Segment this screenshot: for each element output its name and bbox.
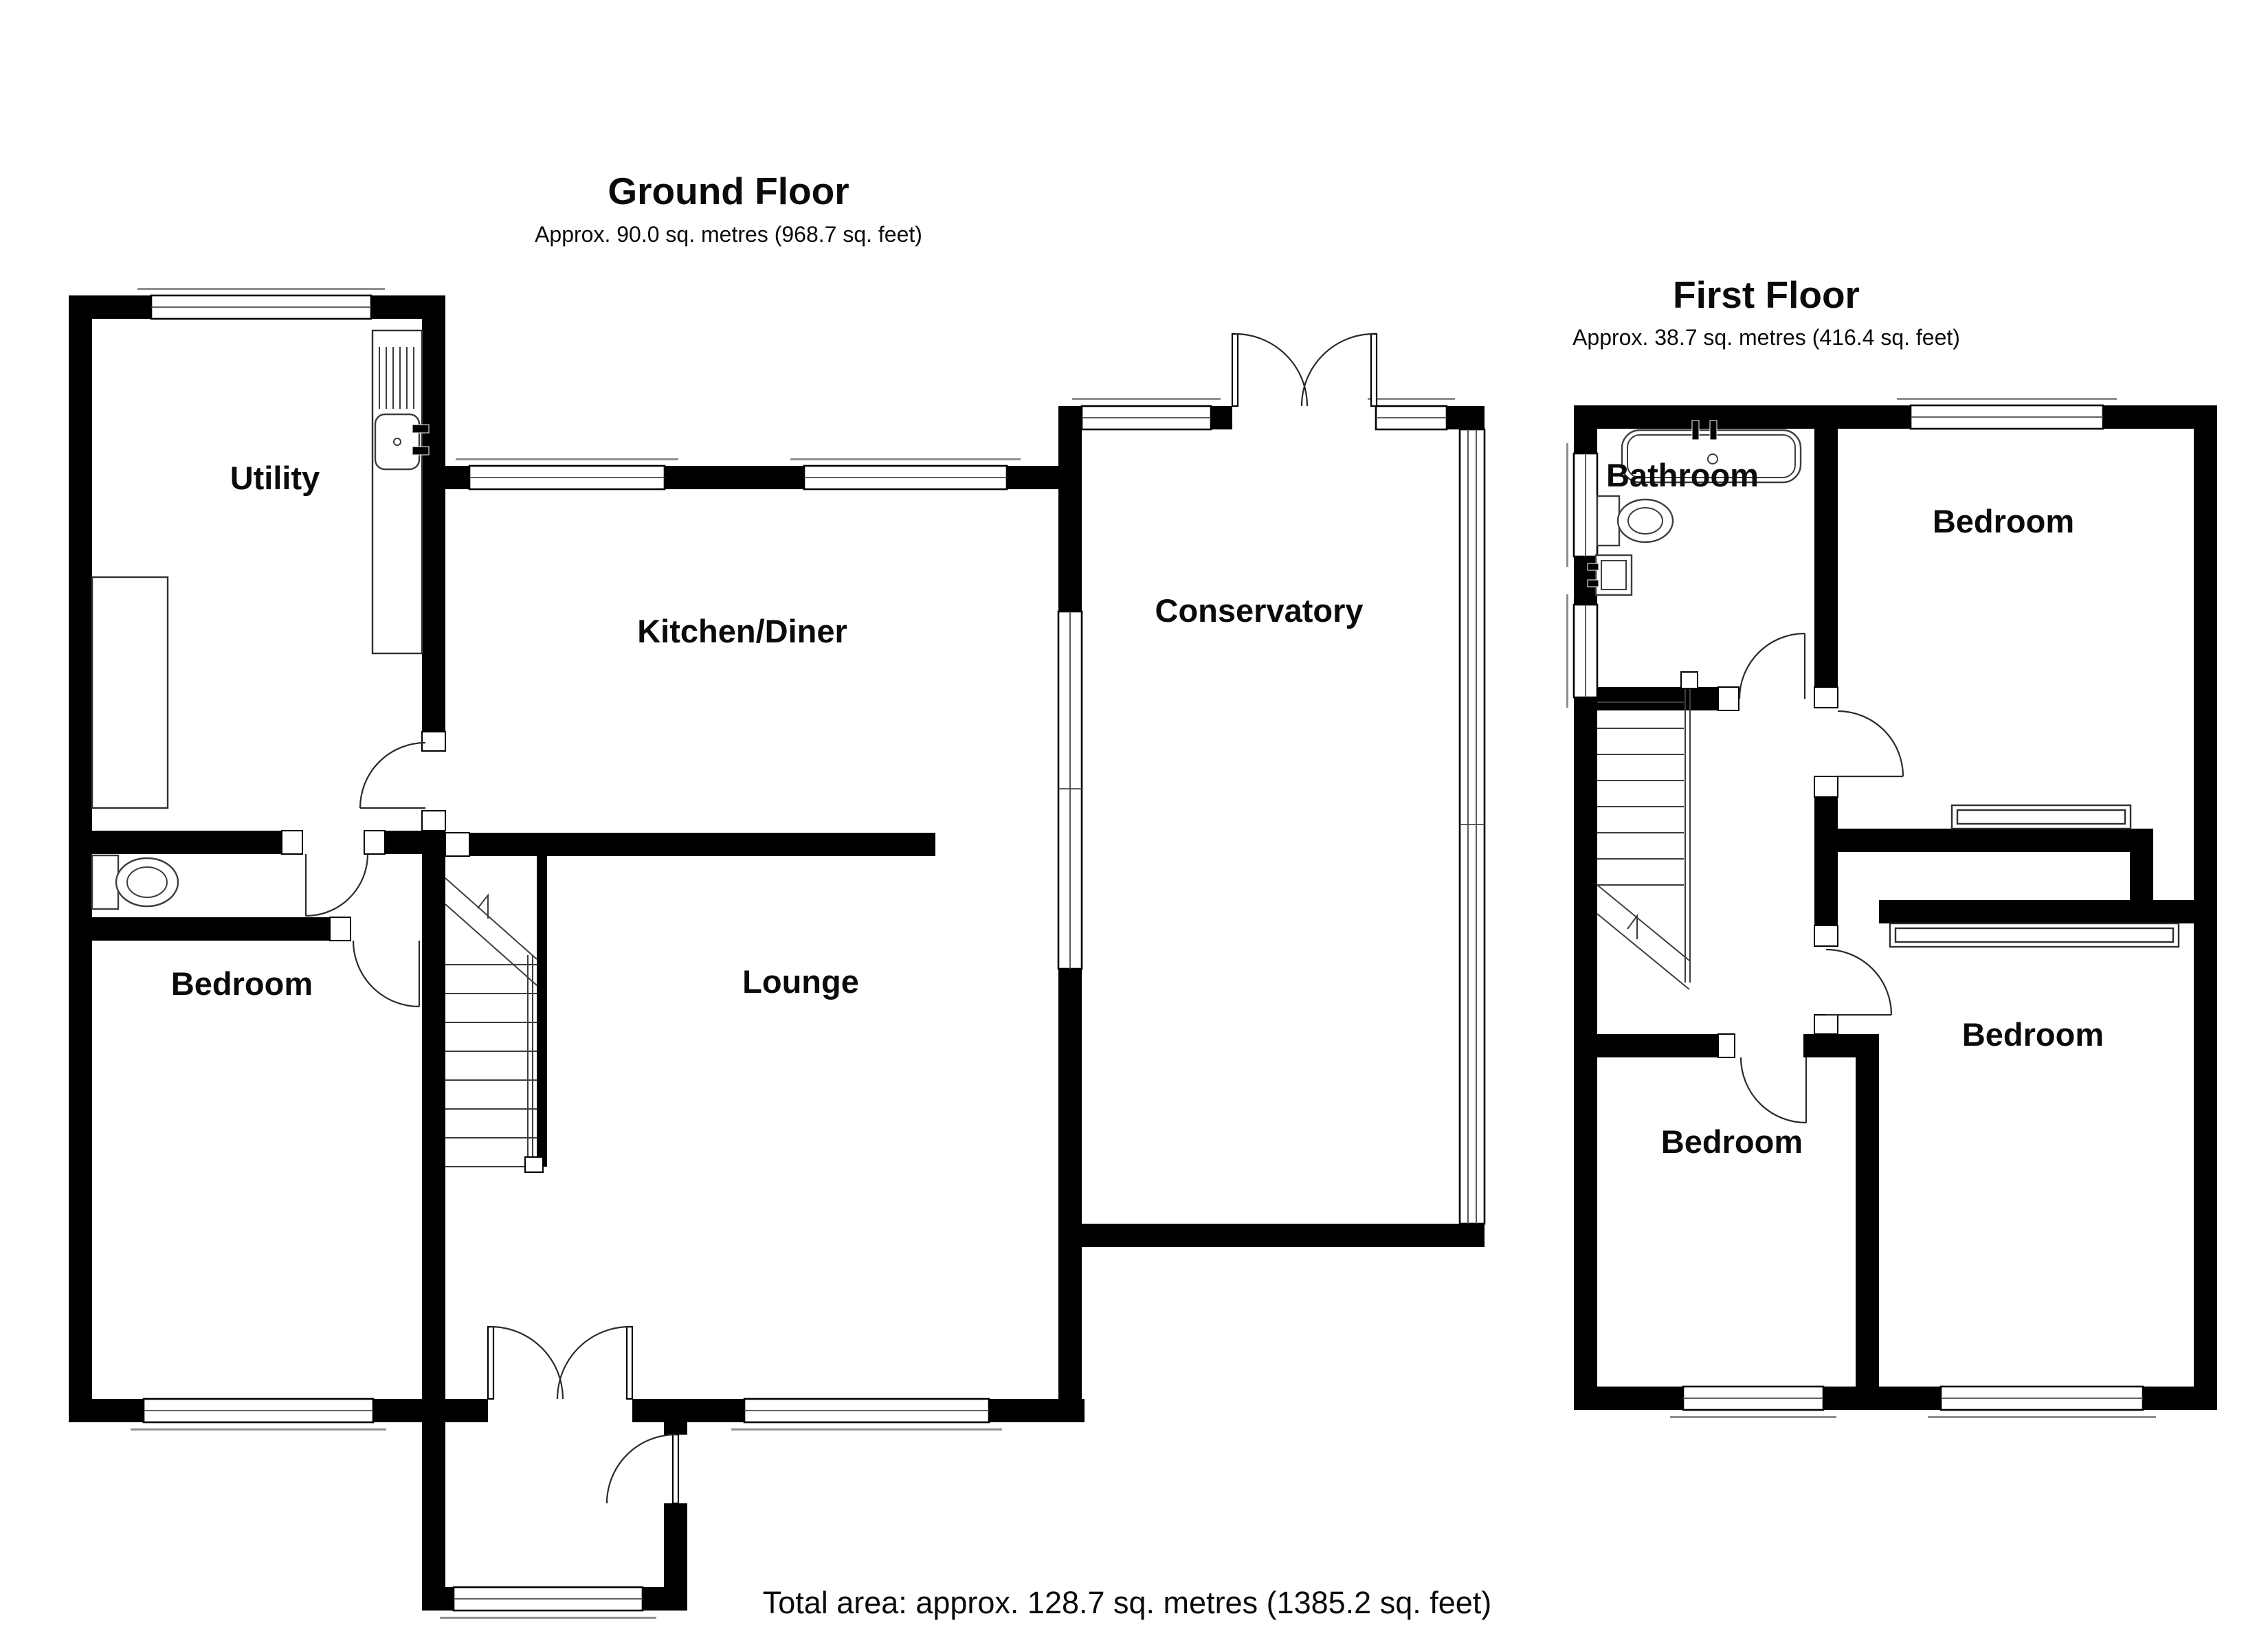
window-sill bbox=[137, 288, 385, 290]
ground-walls bbox=[69, 295, 1485, 1611]
room-label-bedroom-left: Bedroom bbox=[1661, 1123, 1803, 1160]
lounge-french-doors bbox=[487, 1325, 634, 1400]
ground-stairs-icon bbox=[445, 877, 544, 1173]
porch-entrance-door bbox=[605, 1433, 680, 1505]
first-floor-title: First Floor bbox=[1673, 273, 1860, 316]
ground-floor-title: Ground Floor bbox=[608, 170, 849, 212]
first-doors bbox=[1738, 632, 1904, 1124]
bedroom1-door bbox=[1837, 710, 1904, 778]
first-floor-subtitle: Approx. 38.7 sq. metres (416.4 sq. feet) bbox=[1572, 325, 1960, 350]
ground-bedroom-door bbox=[352, 940, 421, 1008]
utility-cupboard bbox=[91, 576, 169, 809]
toilet-icon bbox=[91, 854, 179, 910]
total-area-text: Total area: approx. 128.7 sq. metres (13… bbox=[763, 1585, 1492, 1620]
bathroom-door bbox=[1738, 632, 1806, 699]
room-label-bedroom-top: Bedroom bbox=[1933, 503, 2074, 539]
room-label-bedroom-right: Bedroom bbox=[1962, 1016, 2104, 1053]
built-in-cupboards bbox=[1889, 804, 2180, 948]
ground-windows bbox=[131, 288, 1486, 1619]
room-label-conservatory: Conservatory bbox=[1155, 592, 1364, 629]
ground-floor-plan: Utility Kitchen/Diner Conservatory Bedro… bbox=[69, 170, 1486, 1619]
bedroom2-door bbox=[1825, 948, 1893, 1016]
wc-door bbox=[304, 853, 369, 917]
room-label-bathroom: Bathroom bbox=[1606, 457, 1759, 493]
first-floor-plan: Bathroom Bedroom Bedroom Bedroom First F… bbox=[1566, 273, 2217, 1418]
bath-icon bbox=[1621, 420, 1802, 484]
room-label-utility: Utility bbox=[230, 460, 320, 496]
ground-floor-subtitle: Approx. 90.0 sq. metres (968.7 sq. feet) bbox=[535, 222, 922, 247]
sink-icon bbox=[1587, 554, 1633, 596]
ground-door-jambs bbox=[281, 731, 470, 941]
room-label-ground-bedroom: Bedroom bbox=[171, 965, 313, 1002]
first-stairs-icon bbox=[1597, 671, 1698, 990]
room-label-lounge: Lounge bbox=[742, 963, 859, 1000]
utility-door bbox=[359, 741, 426, 809]
room-label-kitchen-diner: Kitchen/Diner bbox=[637, 613, 847, 649]
conservatory-french-doors bbox=[1231, 333, 1378, 407]
first-door-jambs bbox=[1717, 686, 1838, 1058]
first-walls bbox=[1574, 405, 2217, 1410]
first-windows bbox=[1566, 398, 2156, 1418]
ground-doors bbox=[304, 333, 1378, 1505]
conservatory-glazed-wall bbox=[1458, 428, 1486, 1225]
bedroom3-door bbox=[1739, 1057, 1808, 1124]
utility-sink-icon bbox=[371, 329, 430, 655]
toilet-icon bbox=[1596, 495, 1674, 547]
